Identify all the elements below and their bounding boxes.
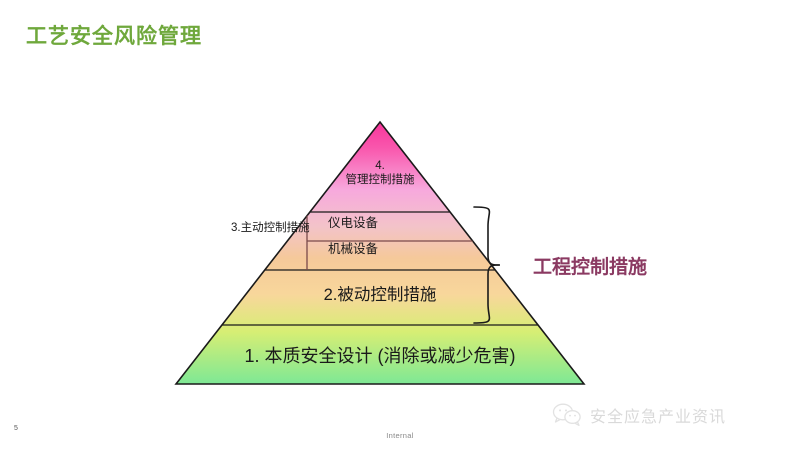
page-title: 工艺安全风险管理 — [26, 25, 202, 48]
pyramid-graphic — [174, 120, 586, 385]
footer-classification-label: Internal — [386, 431, 414, 440]
brace-icon — [473, 206, 501, 324]
engineering-controls-brace — [468, 204, 530, 326]
wechat-icon — [552, 403, 581, 427]
engineering-controls-annotation: 工程控制措施 — [533, 257, 648, 278]
watermark-text: 安全应急产业资讯 — [590, 409, 727, 426]
watermark: 安全应急产业资讯 — [552, 402, 726, 428]
page-number: 5 — [14, 425, 18, 432]
pyramid-body — [174, 120, 586, 385]
